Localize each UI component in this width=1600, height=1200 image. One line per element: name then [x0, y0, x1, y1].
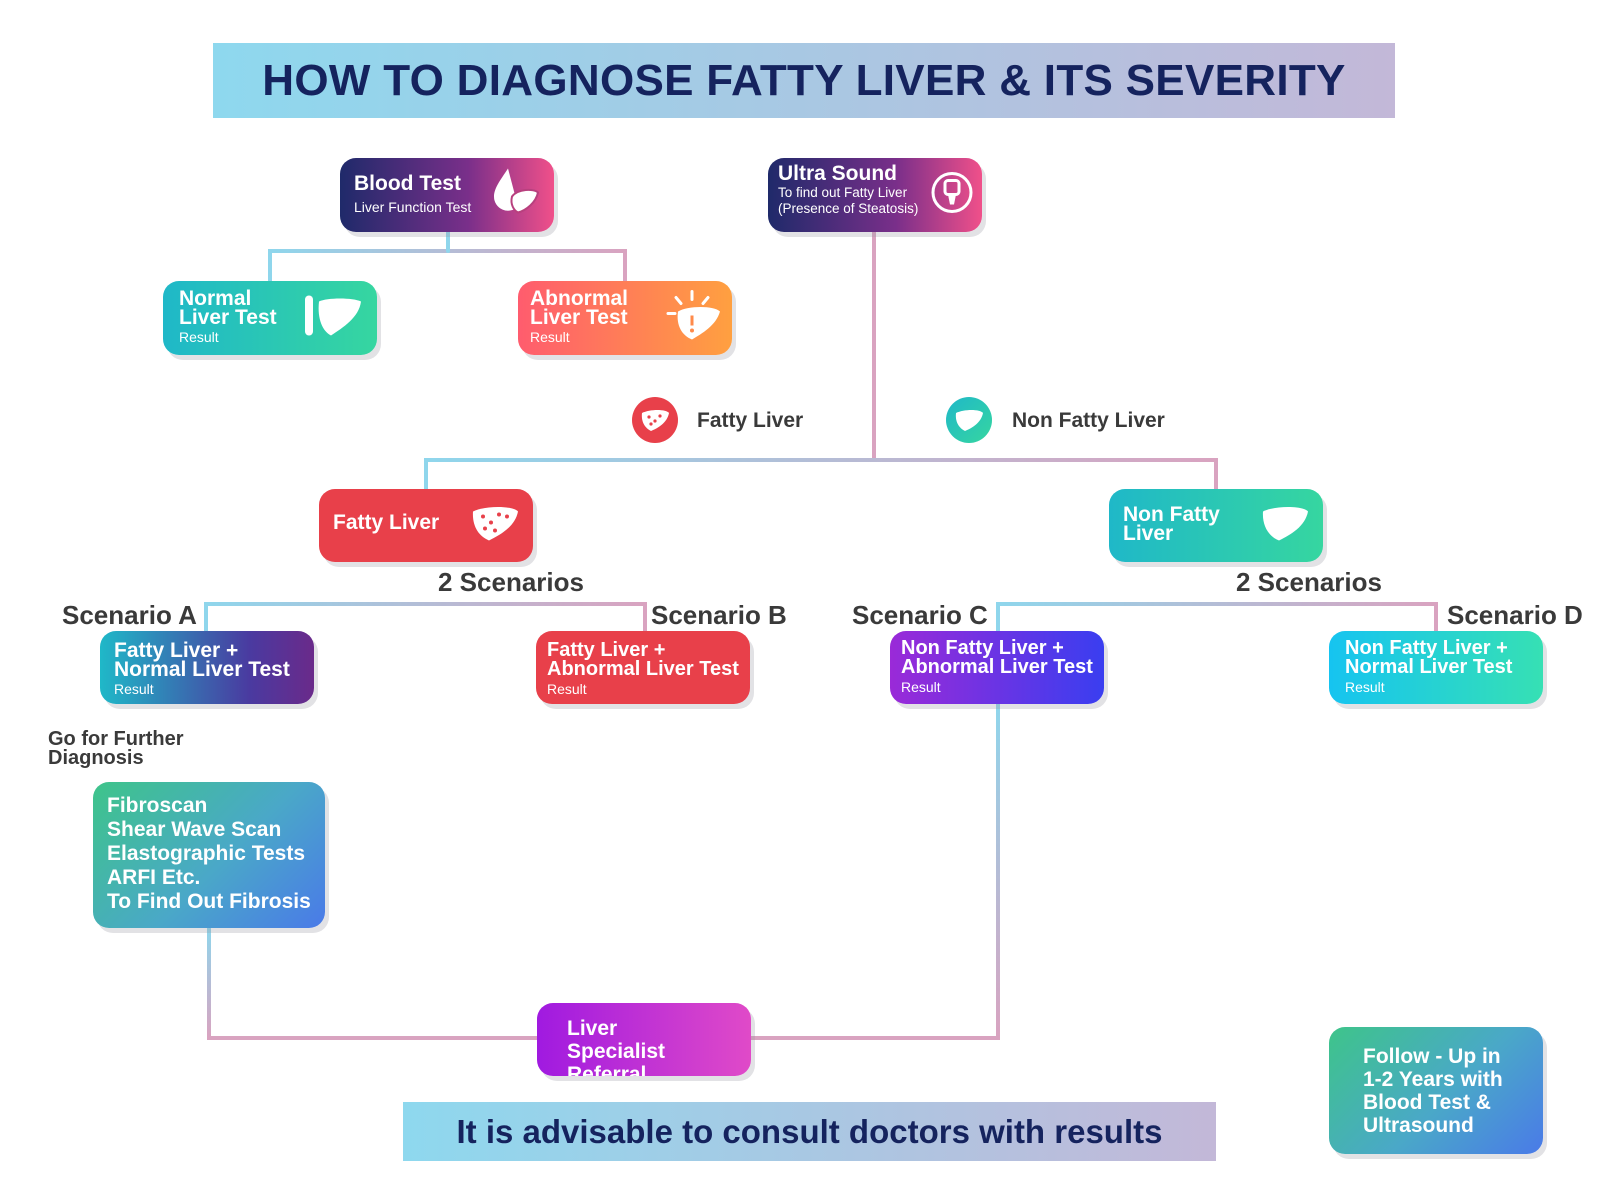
scenario-a-label: Scenario A — [62, 600, 197, 630]
scenario-d-node: Non Fatty Liver + Normal Liver Test Resu… — [1329, 631, 1543, 704]
scenario-c-label: Scenario C — [852, 600, 988, 630]
scenario-c-title: Non Fatty Liver + Abnormal Liver Test — [901, 637, 1093, 678]
liver-specialist-referral-node: Liver Specialist Referral — [537, 1003, 751, 1076]
scenario-c-sub: Result — [901, 679, 941, 695]
scenario-a-node: Fatty Liver + Normal Liver Test Result — [100, 631, 314, 704]
fatty-liver-title: Fatty Liver — [333, 511, 440, 534]
non-fatty-liver-legend-icon — [946, 397, 992, 443]
scenario-d-label: Scenario D — [1447, 600, 1583, 630]
healthy-liver-icon — [1261, 504, 1309, 547]
scenario-d-sub: Result — [1345, 679, 1385, 695]
scenario-b-node: Fatty Liver + Abnormal Liver Test Result — [536, 631, 750, 704]
page-title: HOW TO DIAGNOSE FATTY LIVER & ITS SEVERI… — [262, 55, 1346, 105]
non-fatty-liver-title: Non Fatty Liver — [1123, 503, 1220, 545]
ultrasound-probe-icon — [930, 171, 974, 220]
blood-drop-liver-icon — [490, 167, 540, 224]
scenario-b-title: Fatty Liver + Abnormal Liver Test — [547, 639, 739, 680]
non-fatty-liver-legend-label: Non Fatty Liver — [1012, 409, 1165, 432]
test-tube-liver-icon — [303, 294, 363, 343]
two-scenarios-left-label: 2 Scenarios — [438, 567, 584, 597]
abnormal-liver-test-node: Abnormal Liver Test Result — [518, 281, 732, 355]
normal-liver-test-node: Normal Liver Test Result — [163, 281, 377, 355]
scenario-c-node: Non Fatty Liver + Abnormal Liver Test Re… — [890, 631, 1104, 704]
scenario-b-label: Scenario B — [651, 600, 787, 630]
normal-liver-test-title: Normal Liver Test — [179, 287, 277, 329]
scenario-d-title: Non Fatty Liver + Normal Liver Test — [1345, 637, 1513, 678]
title-banner: HOW TO DIAGNOSE FATTY LIVER & ITS SEVERI… — [213, 43, 1395, 118]
two-scenarios-right-label: 2 Scenarios — [1236, 567, 1382, 597]
blood-test-node: Blood Test Liver Function Test — [340, 158, 554, 232]
scenario-a-sub: Result — [114, 681, 154, 697]
fibroscan-node: Fibroscan Shear Wave Scan Elastographic … — [93, 782, 325, 928]
scenario-b-sub: Result — [547, 681, 587, 697]
ultrasound-node: Ultra Sound To find out Fatty Liver (Pre… — [768, 158, 982, 232]
follow-up-title: Follow - Up in 1-2 Years with Blood Test… — [1363, 1045, 1503, 1137]
abnormal-liver-test-title: Abnormal Liver Test — [530, 287, 629, 329]
footer-text: It is advisable to consult doctors with … — [456, 1112, 1163, 1150]
specialist-title: Liver Specialist Referral — [567, 1017, 666, 1076]
fibroscan-title: Fibroscan Shear Wave Scan Elastographic … — [107, 794, 311, 913]
fatty-liver-node: Fatty Liver — [319, 489, 533, 562]
fatty-liver-legend-icon — [632, 397, 678, 443]
alert-liver-icon — [662, 290, 722, 347]
blood-test-sub: Liver Function Test — [354, 199, 472, 215]
further-diagnosis-label: Go for Further Diagnosis — [48, 728, 184, 769]
abnormal-liver-test-sub: Result — [530, 329, 570, 345]
non-fatty-liver-node: Non Fatty Liver — [1109, 489, 1323, 562]
ultrasound-title: Ultra Sound — [778, 162, 897, 185]
scenario-a-title: Fatty Liver + Normal Liver Test — [114, 639, 290, 681]
ultrasound-sub: To find out Fatty Liver (Presence of Ste… — [778, 185, 919, 216]
follow-up-node: Follow - Up in 1-2 Years with Blood Test… — [1329, 1027, 1543, 1154]
normal-liver-test-sub: Result — [179, 329, 219, 345]
blood-test-title: Blood Test — [354, 172, 461, 195]
fatty-liver-legend-label: Fatty Liver — [697, 409, 804, 432]
spotted-liver-icon — [471, 504, 519, 547]
footer-banner: It is advisable to consult doctors with … — [403, 1102, 1216, 1161]
